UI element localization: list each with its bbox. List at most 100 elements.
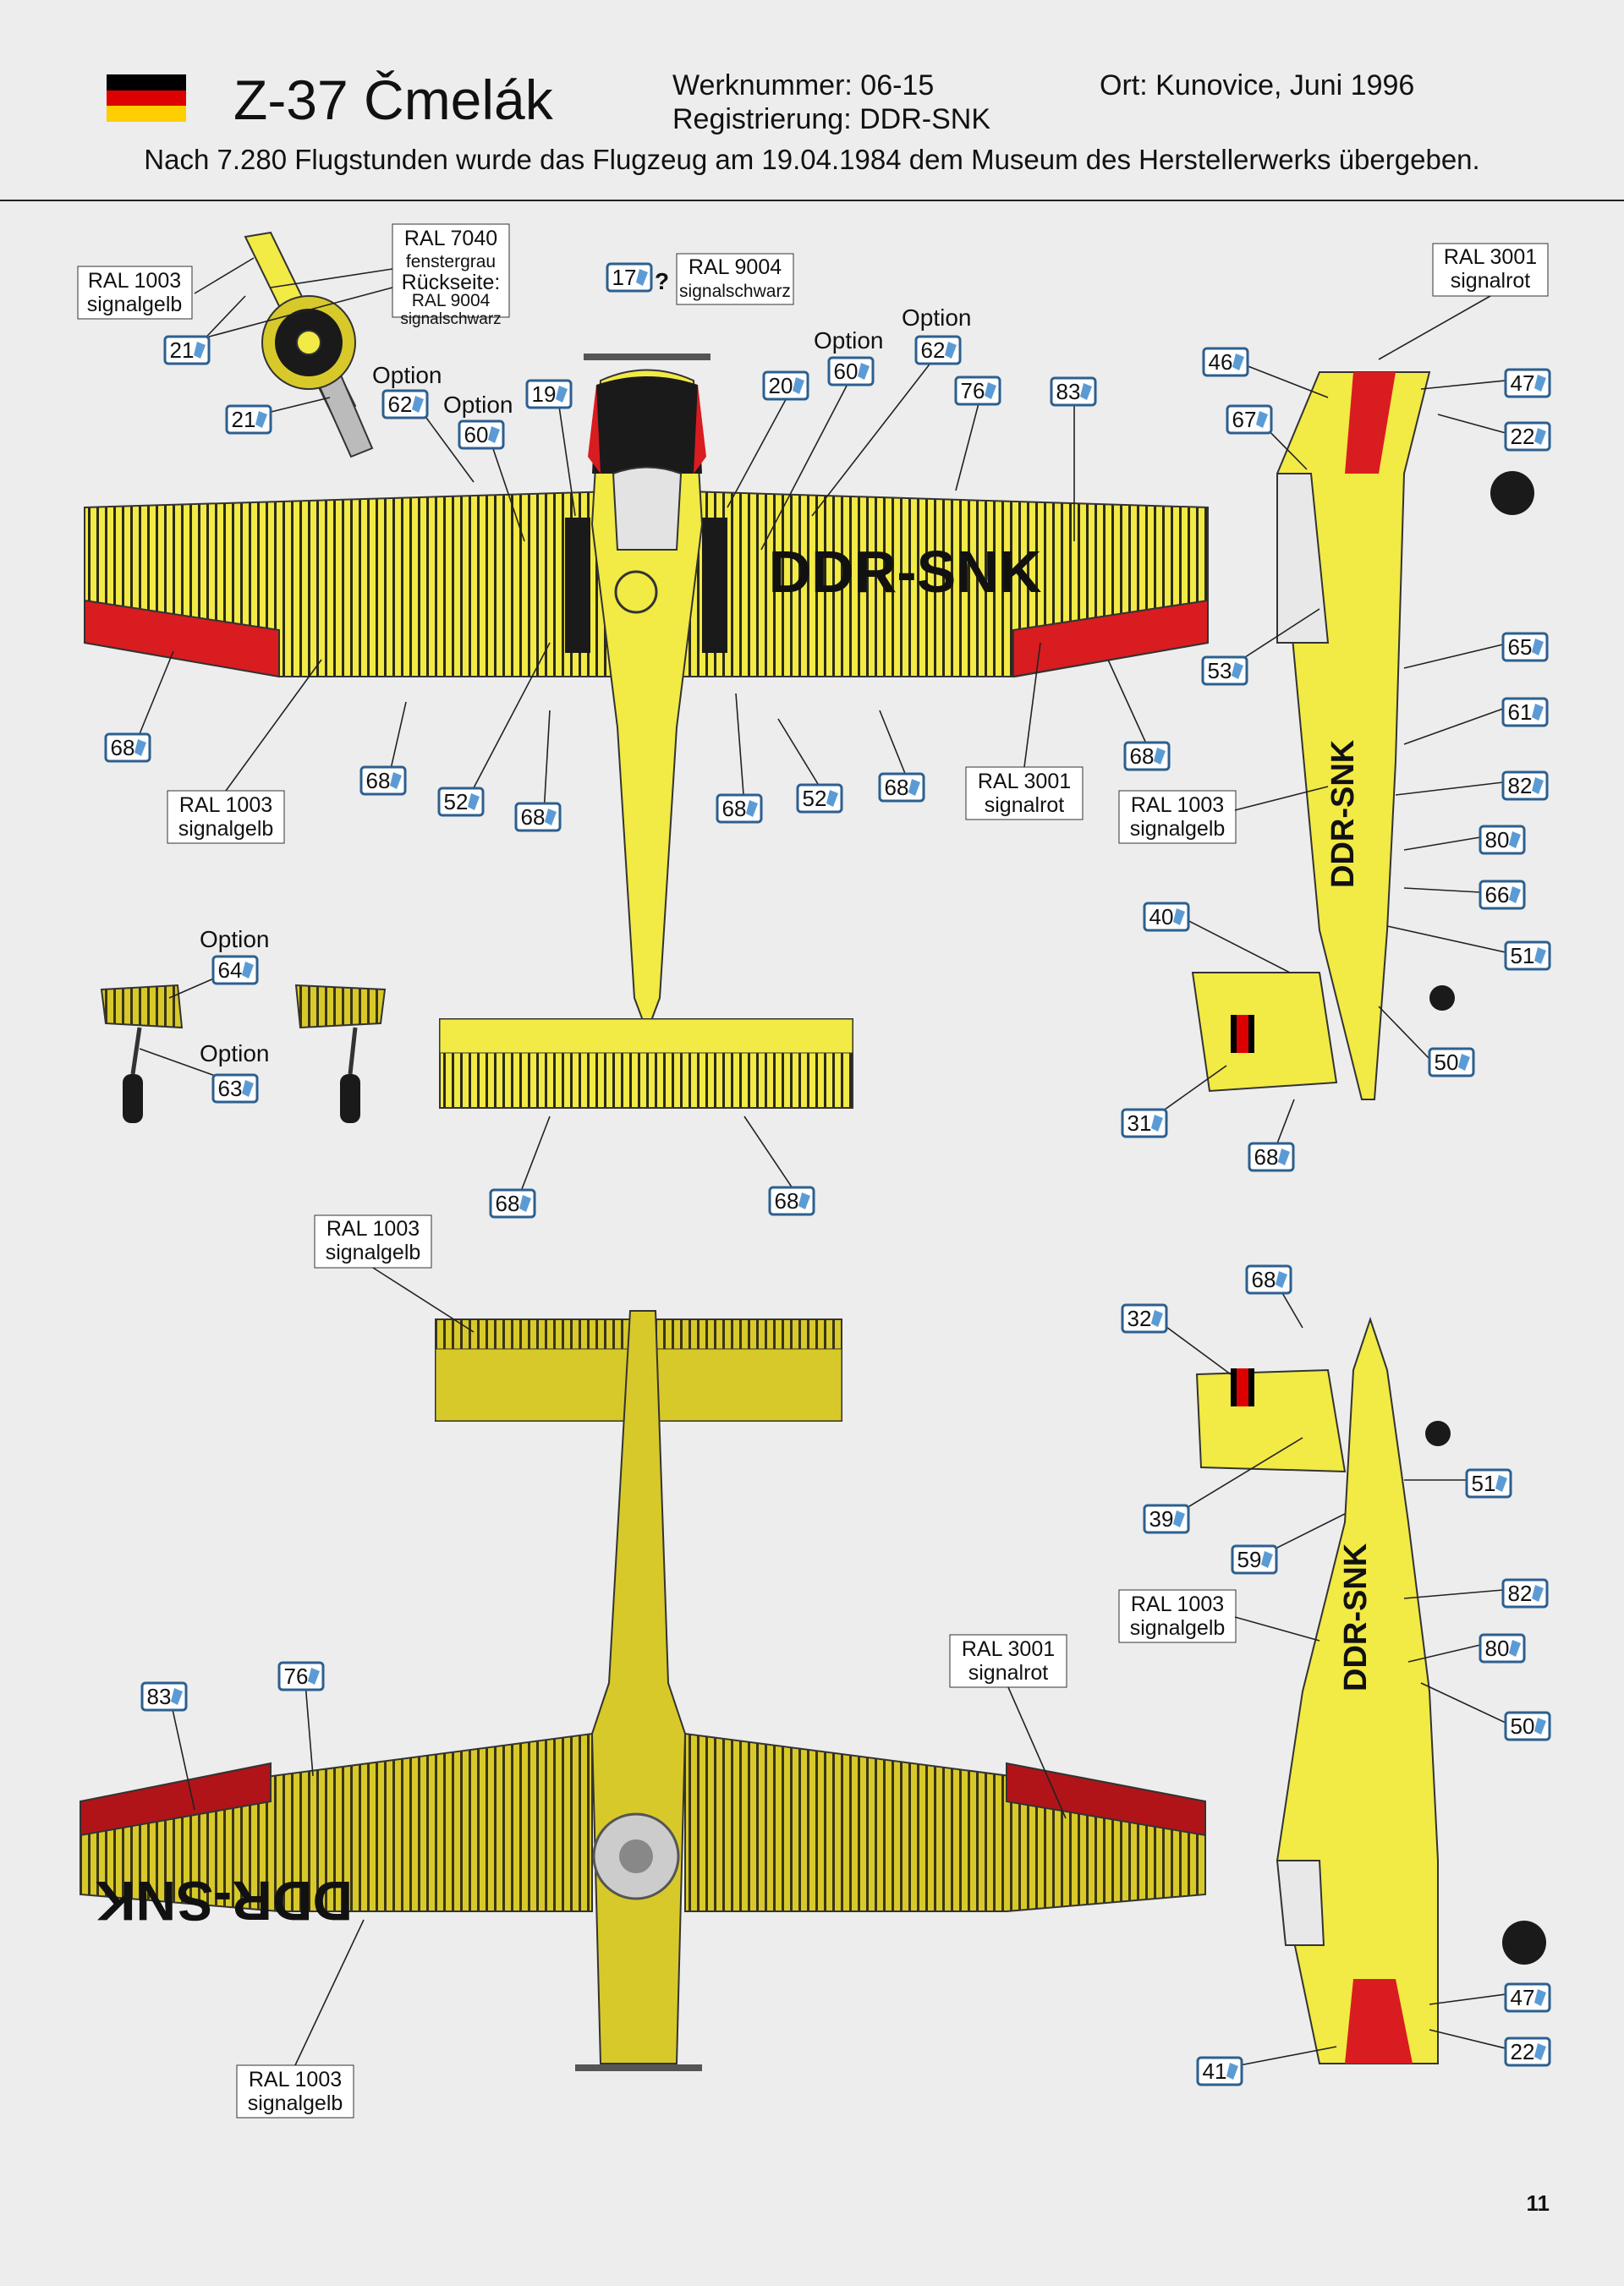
callout-leader (777, 718, 826, 796)
callout-corner-icon (1232, 662, 1243, 679)
callout-number: 41 (1203, 2058, 1227, 2084)
callout-corner-icon (1532, 639, 1544, 655)
svg-text:signalrot: signalrot (985, 793, 1065, 817)
callout-number: 68 (1254, 1144, 1279, 1170)
callout-corner-icon (1154, 748, 1166, 765)
svg-text:RAL 1003: RAL 1003 (88, 269, 181, 293)
svg-text:Option: Option (902, 304, 972, 331)
flag-stripe-red (107, 90, 186, 107)
paint-boxes: RAL 7040 fenstergrau Rückseite: RAL 9004… (77, 223, 1549, 2119)
svg-text:signalgelb: signalgelb (1130, 817, 1226, 841)
side-view-right: DDR-SNK (1191, 371, 1534, 1100)
callout-number: 21 (170, 337, 195, 363)
callout-corner-icon (556, 386, 568, 403)
callout-corner-icon (1509, 831, 1521, 848)
svg-text:RAL 3001: RAL 3001 (1444, 245, 1537, 269)
svg-text:?: ? (655, 268, 669, 294)
callout-number: 65 (1508, 634, 1533, 660)
callout-number: 64 (218, 957, 243, 983)
landing-gear-options (100, 984, 387, 1123)
callout-number: 83 (147, 1684, 172, 1709)
callout-leader (760, 367, 857, 551)
callout-number: 53 (1208, 658, 1232, 683)
callout-leader (168, 1693, 195, 1811)
callout-leader (1378, 1006, 1430, 1060)
callout-leader (1420, 380, 1506, 390)
svg-text:RAL 9004: RAL 9004 (689, 255, 782, 279)
callout-leader (879, 710, 910, 785)
werknummer: Werknummer: 06-15 (672, 69, 935, 101)
callout-number: 22 (1511, 424, 1535, 449)
callout-number: 47 (1511, 370, 1535, 396)
color-profile-drawing: DDR-SNK DDR-SNK (77, 223, 1551, 2119)
svg-text:signalschwarz: signalschwarz (679, 282, 791, 301)
callout-number: 60 (834, 359, 859, 384)
callout-number: 68 (111, 735, 135, 760)
svg-text:signalrot: signalrot (1451, 269, 1531, 293)
callout-corner-icon (1509, 886, 1521, 903)
callout-corner-icon (255, 411, 267, 428)
callout-corner-icon (1534, 1989, 1546, 2006)
callout-corner-icon (1226, 2063, 1238, 2080)
callout-number: 68 (885, 775, 909, 800)
callout-corner-icon (1458, 1054, 1470, 1071)
callout-leader (1403, 708, 1504, 745)
callout-leader (1429, 1993, 1506, 2005)
callout-number: 67 (1232, 407, 1257, 432)
registrierung: Registrierung: DDR-SNK (672, 103, 990, 135)
svg-text:RAL 1003: RAL 1003 (1131, 793, 1224, 817)
callout-number: 68 (775, 1188, 799, 1214)
leader-lines (194, 257, 1491, 2066)
bottom-fuselage (590, 1310, 687, 2064)
callout-number: 68 (496, 1191, 520, 1216)
svg-text:Option: Option (372, 362, 442, 388)
callout-number: 61 (1508, 699, 1533, 725)
svg-text:RAL 9004: RAL 9004 (412, 291, 491, 310)
callout-number: 62 (388, 392, 413, 417)
svg-text:Option: Option (814, 327, 884, 354)
svg-text:RAL 1003: RAL 1003 (179, 793, 272, 817)
callout-leader (388, 701, 407, 777)
callout-number: 68 (521, 804, 546, 830)
ort: Ort: Kunovice, Juni 1996 (1100, 69, 1415, 101)
callout-leader (1403, 836, 1481, 851)
callout-leader (1107, 659, 1151, 754)
bottom-right-aileron-red (1006, 1762, 1206, 1837)
callout-leader (735, 693, 745, 807)
svg-text:signalgelb: signalgelb (87, 293, 183, 316)
callout-leader (1403, 644, 1504, 669)
callout-number: 68 (1252, 1267, 1276, 1292)
callout-leader (1429, 2029, 1506, 2049)
callout-corner-icon (1276, 1271, 1287, 1288)
callout-leader (1437, 414, 1506, 434)
callout-leader (1395, 781, 1504, 796)
callout-number: 60 (464, 422, 489, 447)
callout-leader (486, 430, 525, 542)
callout-number: 50 (1511, 1713, 1535, 1739)
bottom-left-aileron-red (80, 1762, 272, 1837)
callout-number: 20 (769, 373, 793, 398)
callout-corner-icon (390, 772, 402, 789)
callout-number: 51 (1511, 943, 1535, 968)
callout-corner-icon (488, 426, 500, 443)
callout-corner-icon (545, 809, 557, 825)
svg-text:fenstergrau: fenstergrau (406, 252, 496, 271)
svg-text:RAL 1003: RAL 1003 (1131, 1593, 1224, 1616)
svg-text:RAL 1003: RAL 1003 (326, 1217, 420, 1241)
callout-corner-icon (793, 377, 804, 394)
top-right-aileron-red (1012, 599, 1209, 678)
callout-leader (811, 346, 944, 517)
callout-leader (517, 1116, 551, 1201)
callout-leader (1386, 925, 1506, 953)
svg-text:RAL 3001: RAL 3001 (962, 1637, 1055, 1661)
svg-text:RAL 1003: RAL 1003 (249, 2068, 342, 2091)
callout-corner-icon (746, 800, 758, 817)
propeller-front-view (244, 231, 374, 458)
callout-leader (727, 381, 796, 508)
callout-leader (1403, 887, 1481, 893)
callout-number: 62 (921, 337, 946, 363)
callout-number: 68 (722, 796, 747, 821)
callout-leader (543, 710, 551, 814)
callout-number: 52 (803, 786, 827, 811)
